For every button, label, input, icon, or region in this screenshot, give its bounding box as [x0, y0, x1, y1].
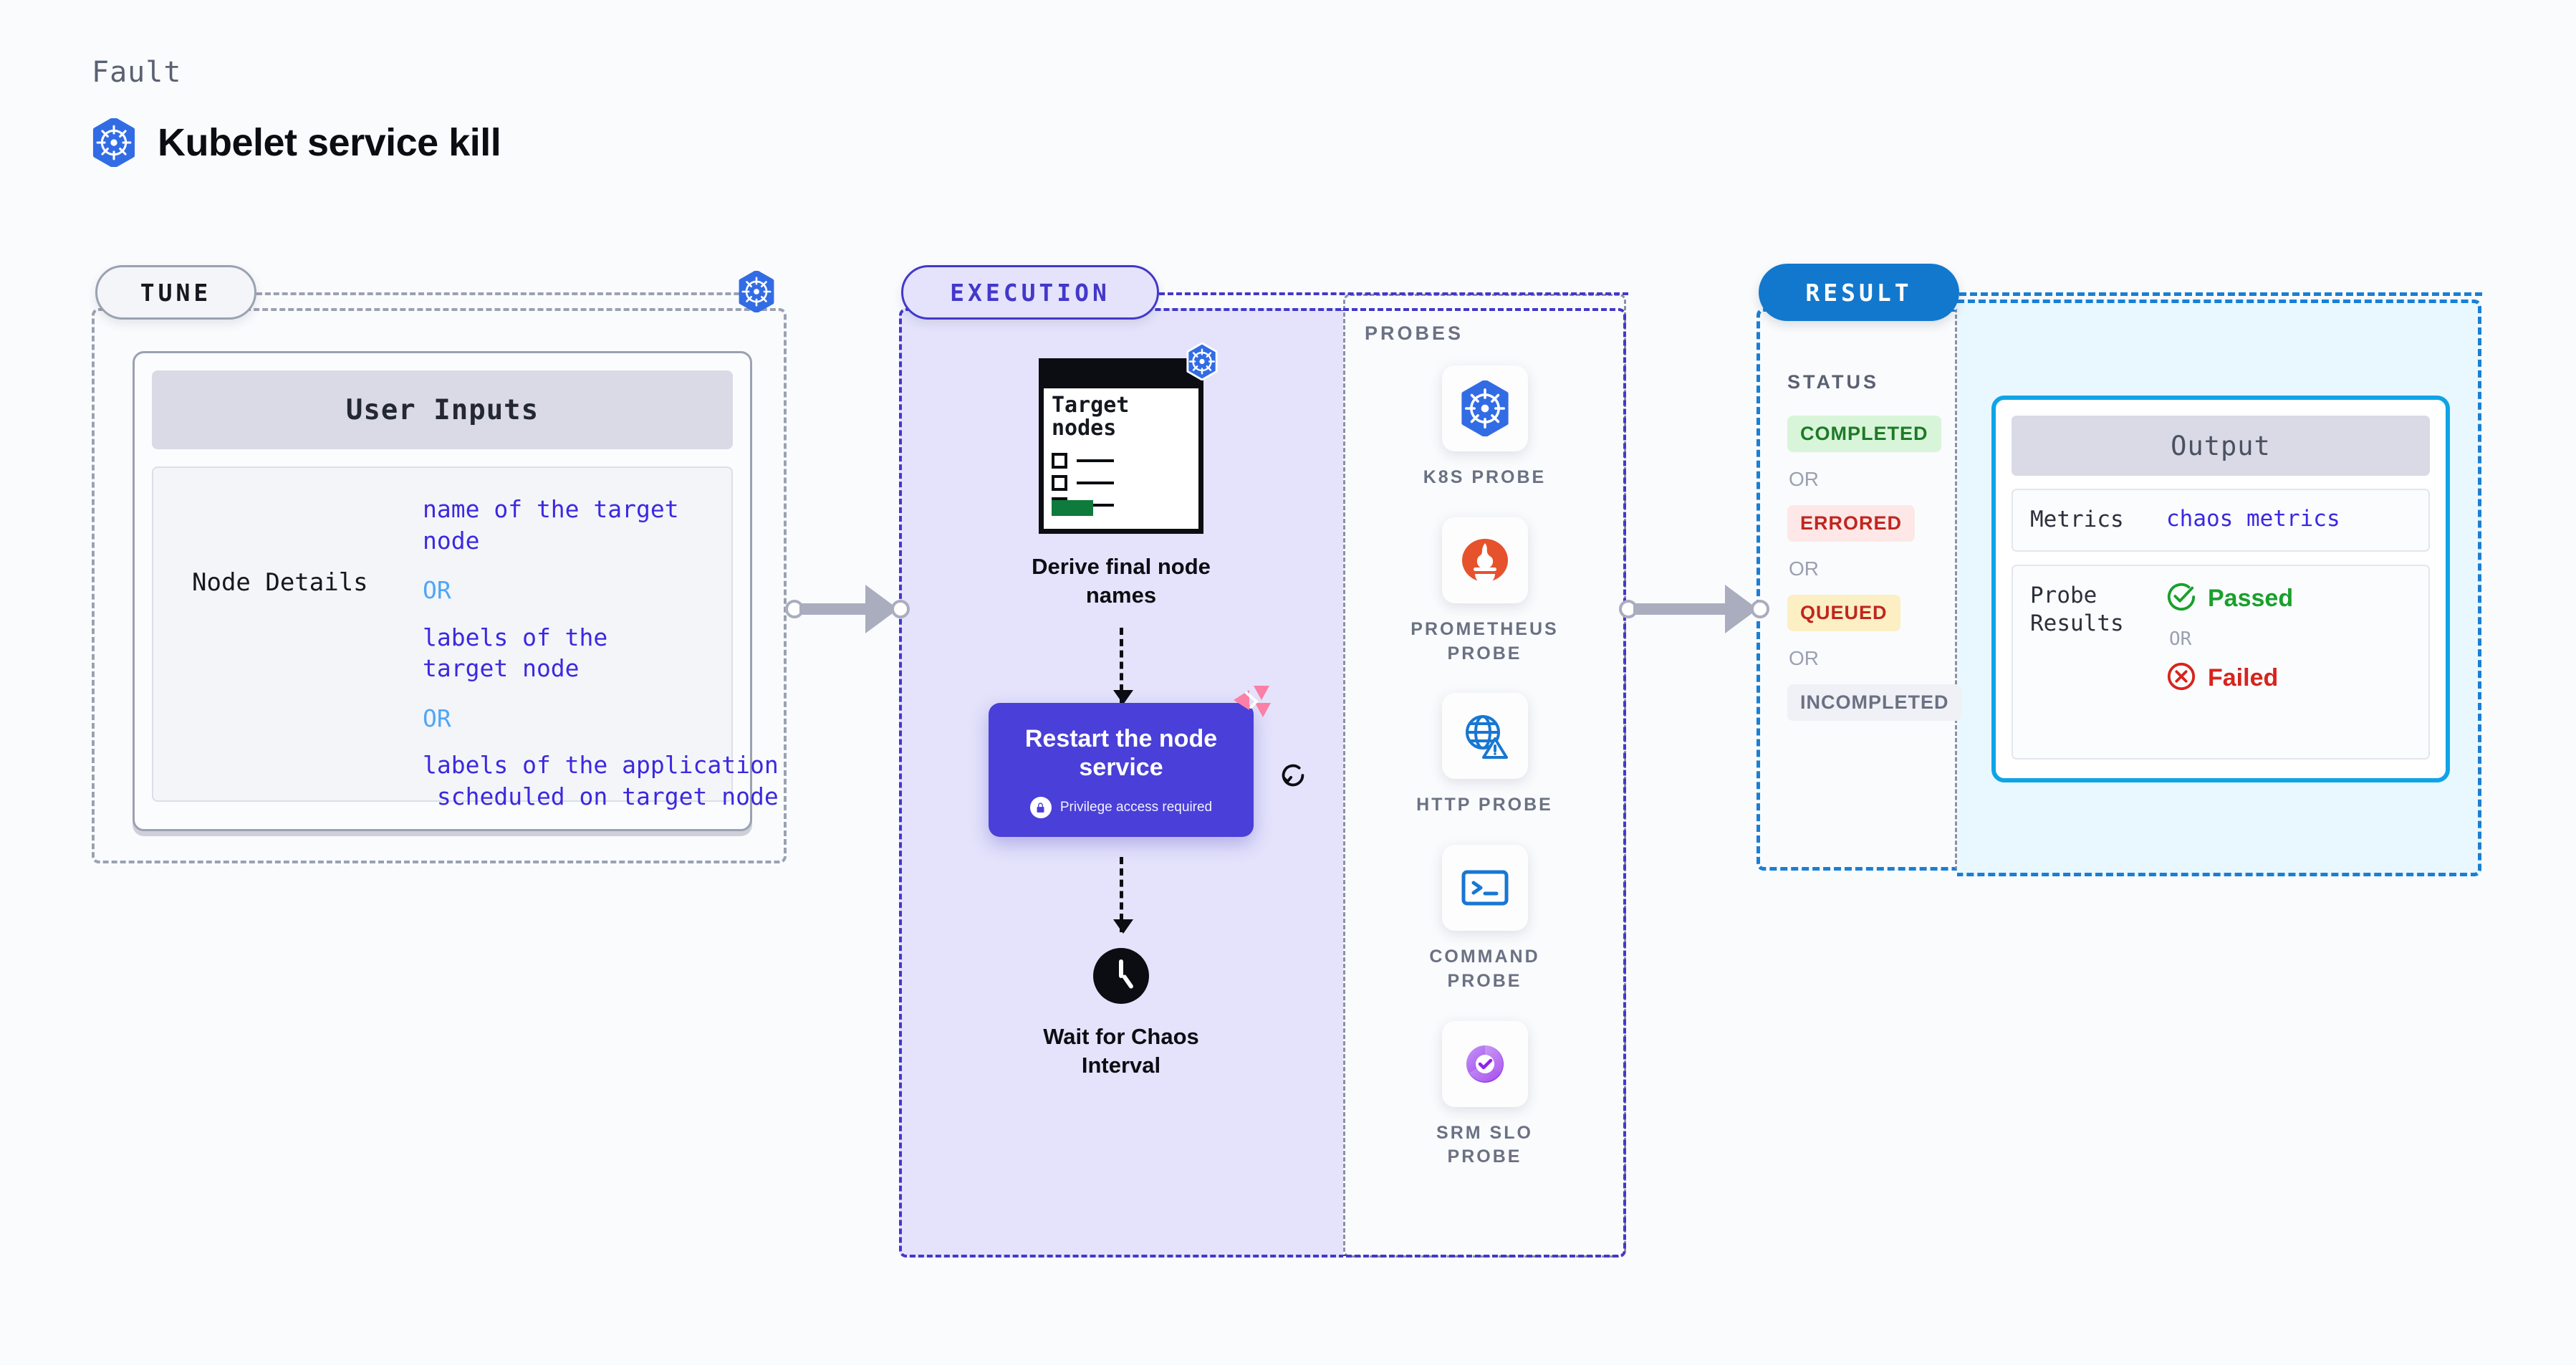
- probes-section-title: PROBES: [1365, 322, 1464, 344]
- user-inputs-title: User Inputs: [152, 370, 733, 449]
- probe-item-prometheus[interactable]: PROMETHEUS PROBE: [1343, 517, 1626, 666]
- status-badge-incompleted: INCOMPLETED: [1787, 684, 1962, 721]
- page-title-row: Kubelet service kill: [92, 118, 501, 167]
- node-detail-or-1: OR: [423, 576, 451, 605]
- srm-slo-icon: [1441, 1020, 1528, 1107]
- metrics-value: chaos metrics: [2166, 506, 2340, 532]
- execution-flow: Target nodes: [899, 342, 1343, 1081]
- node-detail-option-2: labels of the target node: [423, 623, 608, 683]
- output-probe-results-row: Probe Results Passed OR: [2012, 564, 2430, 760]
- probe-result-failed: Failed: [2166, 661, 2293, 695]
- execution-probes-outline: [1343, 308, 1626, 1258]
- probe-item-k8s[interactable]: K8S PROBE: [1343, 365, 1626, 490]
- passed-label: Passed: [2208, 584, 2294, 612]
- result-stage-panel: [1756, 308, 1957, 871]
- kubernetes-icon: [738, 269, 775, 316]
- probe-label: COMMAND PROBE: [1429, 947, 1540, 991]
- kubernetes-icon: [1441, 365, 1528, 451]
- document-checkbox-row: [1052, 453, 1114, 469]
- retry-icon[interactable]: [1277, 759, 1309, 795]
- wait-chaos-interval-caption: Wait for Chaos Interval: [1043, 1024, 1199, 1078]
- node-details-key: Node Details: [192, 568, 368, 597]
- arrow-tune-to-execution: [785, 585, 910, 633]
- probe-label: K8S PROBE: [1423, 467, 1547, 487]
- restart-node-service-title: Restart the node service: [1024, 724, 1218, 782]
- result-pill-connector: [1959, 292, 2482, 296]
- result-stage-label[interactable]: RESULT: [1759, 264, 1959, 321]
- page-eyebrow: Fault: [92, 56, 182, 89]
- probe-label: SRM SLO PROBE: [1436, 1122, 1533, 1167]
- terminal-icon: [1441, 845, 1528, 931]
- node-detail-or-2: OR: [423, 704, 451, 732]
- document-progress-bar: [1052, 500, 1093, 516]
- check-circle-icon: [2166, 582, 2196, 616]
- probe-item-command[interactable]: COMMAND PROBE: [1343, 845, 1626, 994]
- node-detail-option-1: name of the target node: [423, 495, 679, 555]
- kubernetes-icon: [1185, 342, 1219, 384]
- litmus-icon: [1232, 684, 1272, 724]
- status-or-2: OR: [1789, 557, 1819, 580]
- status-or-3: OR: [1789, 647, 1819, 669]
- probe-item-http[interactable]: HTTP PROBE: [1343, 693, 1626, 818]
- probe-label: PROMETHEUS PROBE: [1410, 618, 1559, 664]
- target-nodes-document-icon: Target nodes: [1039, 342, 1218, 534]
- probe-result-or: OR: [2169, 628, 2192, 650]
- execution-stage-label[interactable]: EXECUTION: [901, 265, 1159, 320]
- tune-stage-label[interactable]: TUNE: [95, 265, 256, 320]
- clock-icon: [1093, 948, 1149, 1005]
- node-details-row: Node Details name of the target node OR …: [152, 466, 779, 810]
- metrics-key: Metrics: [2030, 507, 2124, 532]
- x-circle-icon: [2166, 661, 2196, 695]
- prometheus-icon: [1441, 517, 1528, 603]
- node-detail-option-3: labels of the application scheduled on t…: [423, 751, 779, 810]
- status-badge-errored: ERRORED: [1787, 505, 1916, 542]
- status-badge-completed: COMPLETED: [1787, 416, 1941, 452]
- probe-results-key: Probe Results: [2030, 582, 2124, 637]
- probe-item-srm-slo[interactable]: SRM SLO PROBE: [1343, 1020, 1626, 1170]
- failed-label: Failed: [2208, 664, 2279, 691]
- probes-list: K8S PROBE PROMETHEUS PROBE: [1343, 365, 1626, 1169]
- page-title: Kubelet service kill: [158, 121, 501, 164]
- kubernetes-icon: [92, 118, 136, 167]
- output-title: Output: [2012, 416, 2430, 476]
- status-badge-queued: QUEUED: [1787, 595, 1900, 631]
- arrow-execution-to-result: [1619, 585, 1773, 633]
- globe-warning-icon: [1441, 693, 1528, 780]
- status-section-title: STATUS: [1787, 371, 1879, 393]
- privilege-note-text: Privilege access required: [1059, 800, 1213, 815]
- execution-pill-connector: [1159, 292, 1628, 295]
- derive-node-names-caption: Derive final node names: [1032, 554, 1211, 608]
- node-details-values: name of the target node OR labels of the…: [423, 494, 779, 810]
- probe-results-values: Passed OR Failed: [2166, 582, 2293, 695]
- status-options: COMPLETED OR ERRORED OR QUEUED OR INCOMP…: [1787, 416, 1962, 721]
- user-inputs-card: User Inputs Node Details name of the tar…: [133, 351, 779, 831]
- tune-pill-connector: [256, 292, 765, 295]
- document-checkbox-row: [1052, 475, 1114, 491]
- status-or-1: OR: [1789, 468, 1819, 490]
- restart-node-service-card[interactable]: Restart the node service Privilege acces…: [989, 685, 1304, 838]
- privilege-note: Privilege access required: [1001, 797, 1241, 819]
- probe-label: HTTP PROBE: [1416, 795, 1553, 815]
- lock-icon: [1029, 797, 1052, 819]
- flow-connector-2: [1112, 857, 1133, 934]
- document-heading: Target nodes: [1052, 393, 1130, 441]
- flow-connector-1: [1112, 627, 1133, 704]
- probe-result-passed: Passed: [2166, 582, 2293, 616]
- output-metrics-row: Metrics chaos metrics: [2012, 489, 2430, 552]
- output-card: Output Metrics chaos metrics Probe Resul…: [1991, 396, 2450, 782]
